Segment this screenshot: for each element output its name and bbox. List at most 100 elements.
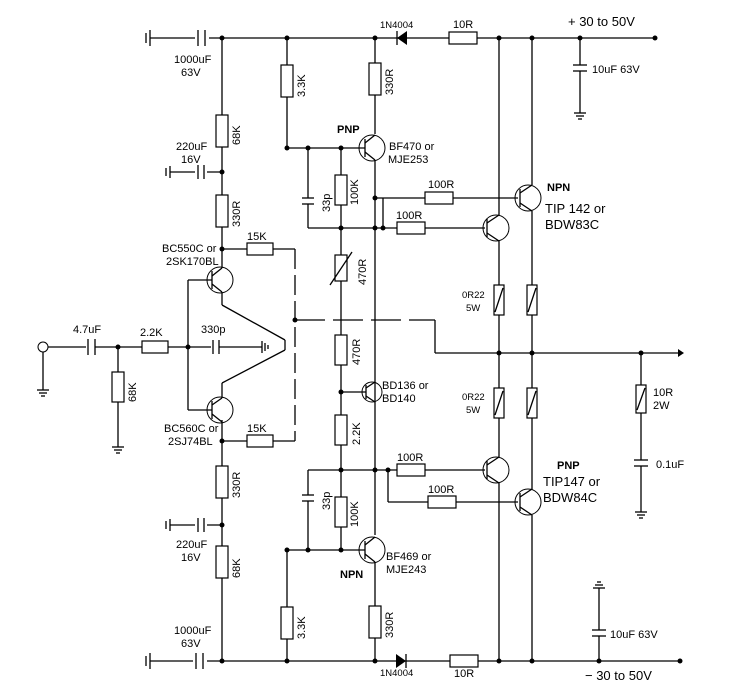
res-2-2k-bias-label: 2.2K [351,422,363,445]
input-transistor-top-name: BC550C or [162,243,217,255]
res-10r-bottom-label: 10R [454,668,474,680]
res-68k-top-label: 68K [231,125,243,145]
res-330r-driver-bottom [368,605,382,639]
diode-bottom [396,654,406,668]
res-100r-base-3 [396,463,426,477]
res-10r-bottom [449,654,479,668]
res-100k-bottom [334,496,348,528]
res-10r-top-label: 10R [453,19,473,31]
output-npn-alt: BDW83C [545,217,599,232]
res-15k-bottom [246,434,274,448]
res-100k-bottom-label: 100K [349,501,361,527]
vbe-transistor-alt: BD140 [382,393,416,405]
res-3-3k-bottom-label: 3.3K [296,616,308,639]
res-100r-base-3-label: 100R [397,452,423,464]
cap-1000uf-bottom [193,653,207,669]
cap-330p-label: 330p [201,324,225,336]
res-3-3k-top [280,64,294,98]
vbe-transistor-name: BD136 or [382,380,429,392]
driver-pnp-name: BF470 or [389,141,435,153]
res-15k-top [246,242,274,256]
res-3-3k-top-label: 3.3K [296,74,308,97]
cap-1000uf-bottom-voltage: 63V [181,638,201,650]
res-68k-bottom [215,545,229,579]
diode-bottom-label: 1N4004 [380,668,413,679]
cap-10uf-top-label: 10uF 63V [592,64,640,76]
res-68k-input [111,371,125,403]
res-100r-base-4 [427,495,457,509]
input-transistor-bottom-name: BC560C or [164,423,219,435]
cap-4-7uf-label: 4.7uF [73,324,101,336]
res-470r-label: 470R [351,339,363,365]
output-transistor-npn-darlington [514,184,542,212]
driver-npn-alt: MJE243 [386,564,426,576]
res-330r-top [215,194,229,228]
supply-negative: − 30 to 50V [585,668,652,683]
res-0r22-top-watts: 5W [466,303,480,314]
res-100k-top [334,174,348,206]
res-0r22-top-label: 0R22 [462,290,485,301]
cap-33p-bottom-label: 33p [321,492,333,510]
res-3-3k-bottom [280,606,294,640]
res-10r-top [448,31,478,45]
cap-10uf-bottom-label: 10uF 63V [610,629,658,641]
cap-0-1uf-zobel-label: 0.1uF [656,459,684,471]
res-330r-bottom-label: 330R [231,472,243,498]
bias-trimmer-470r-label: 470R [357,259,369,285]
res-330r-driver-bottom-label: 330R [384,612,396,638]
res-0r22-bottom-label: 0R22 [462,392,485,403]
res-330r-driver-top [368,62,382,96]
output-npn-type: NPN [547,182,570,194]
res-2-2k-input [141,340,169,354]
res-100r-base-1-label: 100R [428,179,454,191]
driver-pnp-alt: MJE253 [388,154,428,166]
res-100k-top-label: 100K [349,179,361,205]
output-pnp-name: TIP147 or [543,474,601,489]
res-68k-input-label: 68K [127,382,139,402]
cap-1000uf-top [195,30,209,46]
res-10r-zobel-watts: 2W [653,400,670,412]
diode-top-label: 1N4004 [380,20,413,31]
cap-1000uf-top-voltage: 63V [181,67,201,79]
res-330r-bottom [215,465,229,499]
output-pnp-alt: BDW84C [543,490,597,505]
res-330r-top-label: 330R [231,201,243,227]
output-transistor-npn-driver [482,214,510,242]
res-330r-driver-top-label: 330R [384,69,396,95]
cap-33p-top-label: 33p [321,194,333,212]
driver-pnp-type: PNP [337,124,360,136]
res-2-2k-input-label: 2.2K [140,327,163,339]
res-68k-bottom-label: 68K [231,558,243,578]
supply-positive: + 30 to 50V [568,14,635,29]
output-pnp-type: PNP [557,460,580,472]
output-transistor-pnp-driver [482,456,510,484]
cap-1000uf-bottom-label: 1000uF [174,625,212,637]
input-jack[interactable] [37,341,49,353]
res-15k-top-label: 15K [247,231,267,243]
negative-rail [145,653,680,669]
driver-npn-type: NPN [340,569,363,581]
output-transistor-pnp-darlington [514,488,542,516]
diode-top [397,31,407,45]
res-2-2k-bias [334,414,348,446]
res-100r-base-2-label: 100R [396,210,422,222]
res-0r22-bottom-watts: 5W [466,405,480,416]
output-arrow-icon [678,349,684,357]
res-470r [334,334,348,366]
cap-1000uf-top-label: 1000uF [174,54,212,66]
cap-220uf-bottom-label: 220uF [176,539,207,551]
res-100r-base-1 [424,191,454,205]
input-transistor-bottom-alt: 2SJ74BL [168,436,213,448]
cap-220uf-top-label: 220uF [176,141,207,153]
res-100r-base-4-label: 100R [428,484,454,496]
res-68k-top [215,114,229,148]
cap-220uf-bottom-voltage: 16V [181,552,201,564]
input-transistor-top-alt: 2SK170BL [166,256,219,268]
output-npn-name: TIP 142 or [545,201,606,216]
res-15k-bottom-label: 15K [247,423,267,435]
driver-npn-name: BF469 or [386,551,432,563]
res-100r-base-2 [396,221,426,235]
res-10r-zobel-label: 10R [653,387,673,399]
cap-220uf-top-voltage: 16V [181,154,201,166]
